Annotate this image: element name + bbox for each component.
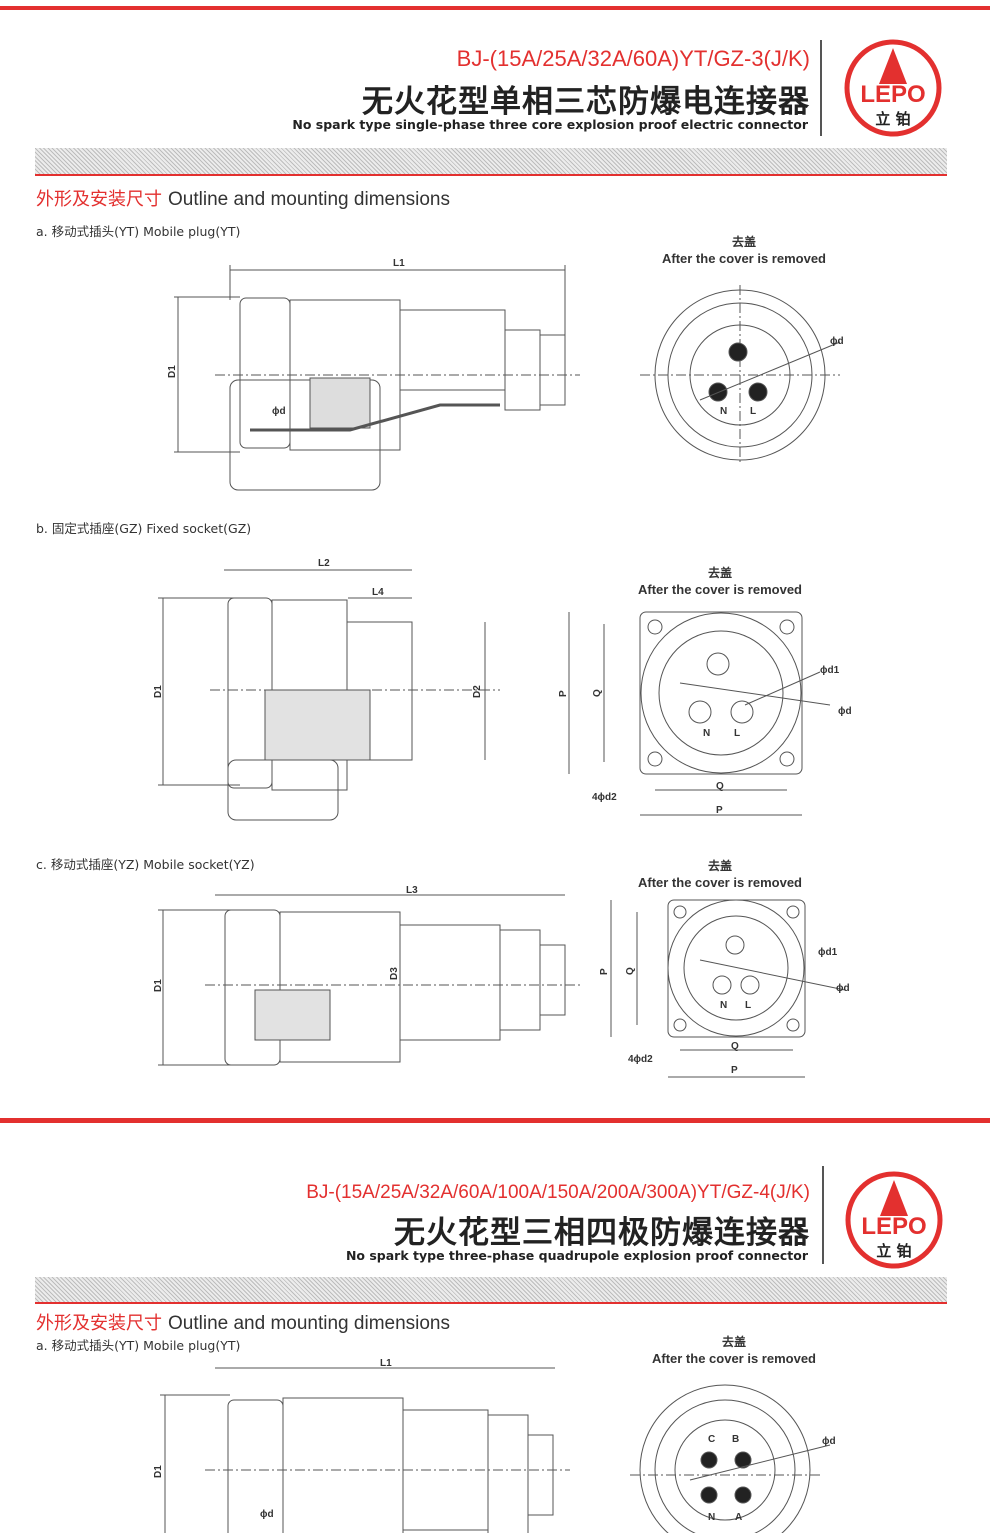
model-title: BJ-(15A/25A/32A/60A)YT/GZ-3(J/K) (456, 46, 810, 71)
dim-L1: L1 (393, 258, 405, 269)
drawing-b-side (158, 569, 500, 821)
svg-text:Q: Q (716, 781, 724, 792)
svg-text:立 铂: 立 铂 (876, 1242, 911, 1260)
svg-text:LEPO: LEPO (860, 81, 925, 108)
drawing-b-front (568, 611, 831, 816)
header-divider-2 (822, 1166, 824, 1264)
front-phi-d: ϕd (830, 336, 844, 347)
product-title-cn-2: 无火花型三相四极防爆连接器 (394, 1215, 810, 1251)
svg-text:去盖: 去盖 (708, 565, 732, 580)
svg-text:去盖: 去盖 (722, 1334, 746, 1349)
drawing-2a-front (630, 1384, 831, 1533)
svg-text:D1: D1 (153, 685, 164, 698)
svg-text:L: L (734, 728, 740, 739)
product-title-cn: 无火花型单相三芯防爆电连接器 (362, 84, 810, 120)
svg-text:C: C (708, 1434, 715, 1445)
svg-text:L1: L1 (380, 1358, 392, 1369)
svg-text:P: P (731, 1065, 738, 1076)
header-divider (820, 40, 822, 136)
svg-text:立 铂: 立 铂 (875, 110, 910, 128)
hatched-stripe (35, 148, 947, 174)
drawing-a-front (640, 285, 841, 465)
svg-text:ϕd: ϕd (838, 706, 852, 717)
svg-text:D1: D1 (153, 979, 164, 992)
top-red-bar (0, 6, 990, 10)
section-divider-red-bar (0, 1118, 990, 1123)
drawing-a-side (174, 265, 580, 491)
svg-text:A: A (735, 1512, 742, 1523)
svg-text:Q: Q (731, 1041, 739, 1052)
svg-text:D3: D3 (389, 967, 400, 980)
lepo-logo-2: LEPO 立 铂 (845, 1171, 943, 1269)
svg-text:N: N (720, 1000, 727, 1011)
svg-text:ϕd: ϕd (260, 1509, 274, 1520)
section-red-line (35, 174, 947, 176)
svg-text:ϕd: ϕd (822, 1436, 836, 1447)
svg-text:ϕd1: ϕd1 (818, 947, 838, 958)
svg-text:LEPO: LEPO (861, 1213, 926, 1240)
svg-text:ϕd1: ϕd1 (820, 665, 840, 676)
svg-text:B: B (732, 1434, 739, 1445)
svg-text:L3: L3 (406, 885, 418, 896)
product-title-en-2: No spark type three-phase quadrupole exp… (345, 1248, 808, 1263)
pin-L: L (750, 406, 756, 417)
lepo-logo: LEPO 立 铂 (844, 39, 942, 137)
svg-text:L4: L4 (372, 587, 384, 598)
item-label-2a: a. 移动式插头(YT) Mobile plug(YT) (36, 1338, 241, 1353)
svg-text:ϕd: ϕd (836, 983, 850, 994)
cover-cn-a: 去盖 (732, 234, 756, 249)
svg-text:After the cover is removed: After the cover is removed (638, 875, 802, 890)
svg-text:去盖: 去盖 (708, 858, 732, 873)
svg-text:N: N (708, 1512, 715, 1523)
svg-text:Q: Q (625, 967, 636, 975)
svg-text:D2: D2 (472, 685, 483, 698)
svg-text:P: P (599, 968, 610, 975)
section-red-line-2 (35, 1302, 947, 1304)
svg-text:D1: D1 (153, 1465, 164, 1478)
drawing-2a-side (160, 1367, 570, 1533)
svg-text:N: N (703, 728, 710, 739)
cover-en-a: After the cover is removed (662, 251, 826, 266)
product-title-en: No spark type single-phase three core ex… (292, 117, 808, 132)
svg-text:L2: L2 (318, 558, 330, 569)
dim-phi-d: ϕd (272, 406, 286, 417)
svg-text:After the cover is removed: After the cover is removed (638, 582, 802, 597)
drawing-c-front (610, 899, 846, 1078)
svg-text:P: P (558, 690, 569, 697)
drawing-c-side (158, 894, 580, 1066)
item-label-b: b. 固定式插座(GZ) Fixed socket(GZ) (36, 521, 252, 536)
svg-text:4ϕd2: 4ϕd2 (628, 1054, 653, 1065)
svg-text:L: L (745, 1000, 751, 1011)
svg-text:After the cover is removed: After the cover is removed (652, 1351, 816, 1366)
hatched-stripe-2 (35, 1277, 947, 1303)
item-label-c: c. 移动式插座(YZ) Mobile socket(YZ) (36, 857, 255, 872)
svg-text:4ϕd2: 4ϕd2 (592, 792, 617, 803)
dim-D1: D1 (167, 365, 178, 378)
svg-text:Q: Q (592, 689, 603, 697)
model-title-2: BJ-(15A/25A/32A/60A/100A/150A/200A/300A)… (306, 1182, 810, 1203)
svg-text:P: P (716, 805, 723, 816)
pin-N: N (720, 406, 727, 417)
item-label-a: a. 移动式插头(YT) Mobile plug(YT) (36, 224, 241, 239)
